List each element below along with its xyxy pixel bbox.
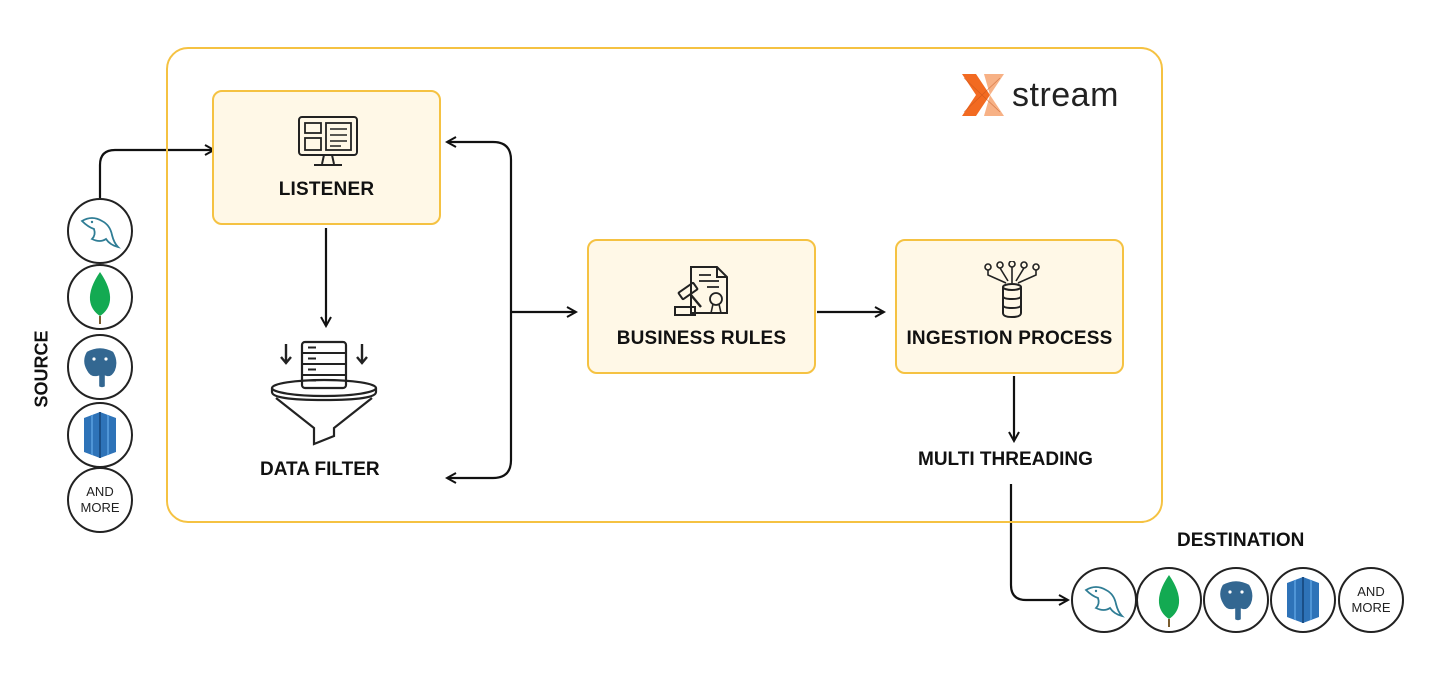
source-more-line1: AND xyxy=(86,484,114,499)
source-to-listener-arrow xyxy=(98,150,214,198)
data-filter-node: DATA FILTER xyxy=(250,340,400,490)
bracket-bottom-arrow xyxy=(447,312,513,478)
destination-and-more-badge: AND MORE xyxy=(1338,567,1404,633)
source-mysql-icon xyxy=(67,198,133,264)
source-label: SOURCE xyxy=(31,330,52,408)
destination-postgresql-icon xyxy=(1203,567,1269,633)
listener-icon xyxy=(298,116,358,166)
data-filter-label: DATA FILTER xyxy=(260,459,380,480)
x-logo-icon xyxy=(962,74,1004,116)
source-amazon-rds-icon xyxy=(67,402,133,468)
source-mongodb-icon xyxy=(67,264,133,330)
xstream-logo: stream xyxy=(960,72,1119,118)
multi-threading-label: MULTI THREADING xyxy=(918,449,1093,470)
business-rules-label: BUSINESS RULES xyxy=(616,328,787,349)
ingestion-process-node: INGESTION PROCESS xyxy=(895,239,1124,374)
listener-node: LISTENER xyxy=(212,90,441,225)
funnel-filter-icon xyxy=(270,340,378,446)
gavel-document-icon xyxy=(674,266,728,316)
business-rules-node: BUSINESS RULES xyxy=(587,239,816,374)
source-postgresql-icon xyxy=(67,334,133,400)
ingestion-process-label: INGESTION PROCESS xyxy=(906,328,1113,349)
xstream-platform-frame xyxy=(166,47,1163,523)
logo-wordmark: stream xyxy=(1012,75,1119,114)
destination-more-line1: AND xyxy=(1357,584,1385,599)
source-more-line2: MORE xyxy=(80,500,120,515)
destination-amazon-rds-icon xyxy=(1270,567,1336,633)
data-ingestion-icon xyxy=(984,261,1040,319)
bracket-top-arrow xyxy=(447,142,513,312)
destination-label: DESTINATION xyxy=(1177,530,1305,551)
destination-more-line2: MORE xyxy=(1351,600,1391,615)
source-and-more-badge: AND MORE xyxy=(67,467,133,533)
threading-to-destination-arrow xyxy=(1009,484,1068,600)
destination-mongodb-icon xyxy=(1136,567,1202,633)
listener-label: LISTENER xyxy=(278,179,375,200)
destination-mysql-icon xyxy=(1071,567,1137,633)
